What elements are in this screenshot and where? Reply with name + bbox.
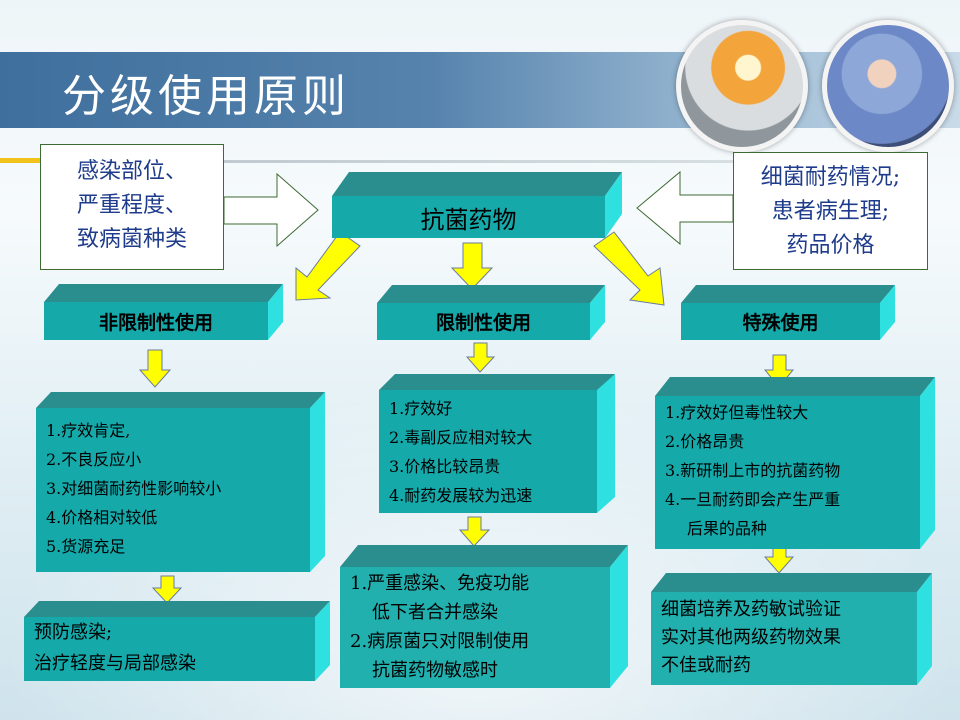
category-label: 限制性使用 (377, 303, 590, 340)
factor-text: 细菌耐药情况; (760, 165, 901, 190)
features-box-2: 1.疗效好 2.毒副反应相对较大 3.价格比较昂贵 4.耐药发展较为迅速 (379, 374, 615, 513)
feature-item: 5.货源充足 (46, 537, 126, 556)
arrow-down-center (450, 242, 494, 290)
feature-item: 后果的品种 (687, 519, 768, 538)
usage-box-3: 细菌培养及药敏试验证 实对其他两级药物效果 不佳或耐药 (651, 573, 932, 685)
divider-line (40, 160, 900, 163)
arrow-down-1b (151, 575, 183, 604)
feature-item: 4.价格相对较低 (46, 508, 158, 527)
usage-item: 抗菌药物敏感时 (372, 660, 498, 681)
usage-item: 预防感染; (34, 622, 113, 643)
pills-photo (676, 20, 808, 152)
feature-item: 3.对细菌耐药性影响较小 (46, 479, 222, 498)
usage-item: 低下者合并感染 (372, 602, 498, 623)
feature-item: 1.疗效好但毒性较大 (665, 403, 809, 422)
feature-item: 4.耐药发展较为迅速 (389, 486, 533, 505)
usage-box-1: 预防感染; 治疗轻度与局部感染 (24, 601, 330, 681)
accent-bar (0, 158, 40, 163)
usage-item: 细菌培养及药敏试验证 (661, 599, 841, 620)
arrow-down-1a (138, 349, 172, 388)
hollow-arrow-left (636, 170, 734, 246)
usage-item: 治疗轻度与局部感染 (34, 653, 196, 674)
usage-box-2: 1.严重感染、免疫功能 低下者合并感染 2.病原菌只对限制使用 抗菌药物敏感时 (340, 545, 628, 688)
right-factors-box: 细菌耐药情况; 患者病生理; 药品价格 (733, 152, 928, 270)
feature-item: 3.价格比较昂贵 (389, 457, 501, 476)
feature-item: 1.疗效好 (389, 399, 453, 418)
feature-item: 4.一旦耐药即会产生严重 (665, 490, 841, 509)
center-box: 抗菌药物 (332, 172, 622, 238)
usage-item: 实对其他两级药物效果 (661, 627, 841, 648)
usage-item: 1.严重感染、免疫功能 (350, 573, 530, 594)
features-box-1: 1.疗效肯定, 2.不良反应小 3.对细菌耐药性影响较小 4.价格相对较低 5.… (36, 392, 325, 572)
usage-item: 2.病原菌只对限制使用 (350, 631, 530, 652)
category-header-1: 非限制性使用 (44, 284, 283, 340)
category-header-3: 特殊使用 (681, 285, 895, 340)
arrow-diag-left (295, 231, 361, 301)
arrow-diag-right (593, 231, 665, 306)
arrow-down-2a (465, 342, 496, 373)
doctor-photo (822, 20, 954, 152)
feature-item: 3.新研制上市的抗菌药物 (665, 461, 841, 480)
feature-item: 1.疗效肯定, (46, 421, 131, 440)
center-label: 抗菌药物 (332, 196, 605, 238)
slide-title: 分级使用原则 (62, 71, 350, 122)
factor-text: 患者病生理; (771, 199, 890, 224)
arrow-down-2b (458, 516, 491, 547)
factor-text: 致病菌种类 (76, 227, 187, 252)
usage-item: 不佳或耐药 (661, 655, 751, 676)
category-label: 特殊使用 (681, 303, 880, 340)
hollow-arrow-right (223, 172, 319, 248)
factor-text: 严重程度、 (76, 193, 187, 218)
feature-item: 2.毒副反应相对较大 (389, 428, 533, 447)
category-header-2: 限制性使用 (377, 285, 605, 340)
category-label: 非限制性使用 (44, 302, 268, 340)
factor-text: 感染部位、 (76, 159, 187, 184)
features-box-3: 1.疗效好但毒性较大 2.价格昂贵 3.新研制上市的抗菌药物 4.一旦耐药即会产… (655, 377, 935, 549)
left-factors-box: 感染部位、 严重程度、 致病菌种类 (40, 144, 224, 270)
feature-item: 2.不良反应小 (46, 450, 142, 469)
factor-text: 药品价格 (786, 233, 875, 258)
feature-item: 2.价格昂贵 (665, 432, 745, 451)
